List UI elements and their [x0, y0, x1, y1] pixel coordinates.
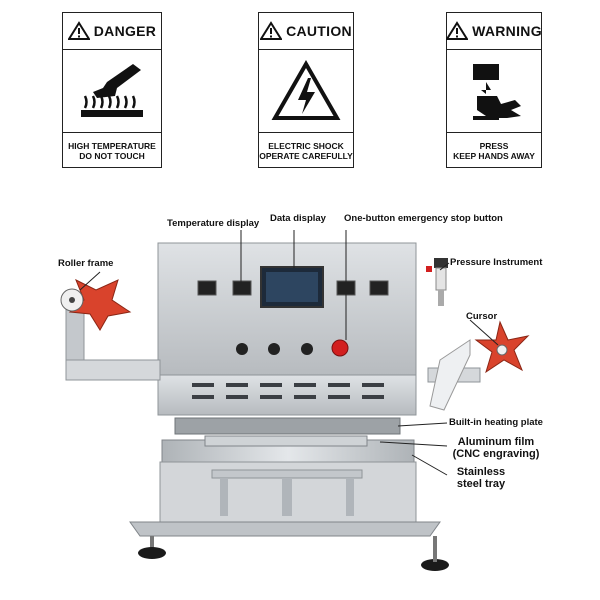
warning-sign-text: PRESS KEEP HANDS AWAY: [447, 133, 541, 169]
label-stainless-tray-line1: Stainless: [456, 466, 506, 478]
label-cursor: Cursor: [466, 311, 498, 322]
label-aluminum-film-line1: Aluminum film: [457, 436, 535, 448]
support-post-right: [346, 478, 354, 516]
left-film-roller: [60, 278, 132, 331]
warning-sign: WARNING PRESS KEEP HANDS AWAY: [446, 12, 542, 168]
label-aluminum-film-line2: (CNC engraving): [452, 448, 540, 460]
pressure-gauge: [426, 258, 448, 306]
hand-crush-icon: [473, 64, 521, 120]
label-stainless-tray: Stainless steel tray: [448, 466, 514, 490]
aluminum-mold: [204, 435, 368, 447]
cursor-roller: [474, 320, 530, 374]
danger-sign-pictogram: [63, 50, 161, 133]
emergency-stop-button[interactable]: [331, 339, 349, 357]
caution-sign-line2: OPERATE CAREFULLY: [259, 151, 353, 161]
danger-sign-line1: HIGH TEMPERATURE: [68, 141, 156, 151]
rotary-switch-2[interactable]: [268, 343, 280, 355]
danger-sign-header: DANGER: [63, 13, 161, 50]
upper-housing: [157, 242, 417, 376]
warning-sign-pictogram: [447, 50, 541, 133]
warning-triangle-icon: [446, 21, 469, 40]
support-post-center: [282, 478, 292, 516]
temperature-display-3: [336, 280, 356, 296]
warning-triangle-icon: [260, 21, 283, 40]
warning-triangle-icon: [67, 21, 90, 40]
rotary-switch-1[interactable]: [236, 343, 248, 355]
left-film-shelf: [65, 359, 161, 381]
touch-screen-glass: [266, 272, 318, 302]
danger-sign-title: DANGER: [93, 23, 157, 39]
temperature-display-1: [197, 280, 217, 296]
label-stainless-tray-line2: steel tray: [456, 478, 506, 490]
warning-sign-header: WARNING: [446, 13, 542, 50]
warning-sign-line1: PRESS: [479, 141, 509, 151]
right-film-strip: [429, 339, 471, 411]
support-post-left: [220, 478, 228, 516]
danger-sign-line2: DO NOT TOUCH: [79, 151, 145, 161]
electric-shock-icon: [271, 60, 341, 120]
label-pressure-instrument: Pressure Instrument: [450, 257, 543, 268]
temperature-display-2: [232, 280, 252, 296]
danger-sign: DANGER HIGH TEMPERATURE DO NOT TOUCH: [62, 12, 162, 168]
tray-stand: [211, 469, 363, 479]
caution-sign: CAUTION ELECTRIC SHOCK OPERATE CAREFULLY: [258, 12, 354, 168]
hot-surface-icon: [81, 64, 143, 117]
adjustable-feet: [138, 536, 449, 571]
label-heating-plate: Built-in heating plate: [449, 417, 543, 428]
temperature-display-4: [369, 280, 389, 296]
label-emergency-stop: One-button emergency stop button: [344, 213, 503, 224]
rotary-switch-3[interactable]: [301, 343, 313, 355]
caution-sign-pictogram: [259, 50, 353, 133]
label-temperature-display: Temperature display: [167, 218, 260, 229]
label-aluminum-film: Aluminum film (CNC engraving): [448, 436, 544, 460]
caution-sign-header: CAUTION: [259, 13, 353, 50]
vent-slots: [192, 383, 384, 399]
danger-sign-text: HIGH TEMPERATURE DO NOT TOUCH: [63, 133, 161, 169]
label-roller-frame: Roller frame: [58, 258, 114, 269]
caution-sign-line1: ELECTRIC SHOCK: [268, 141, 344, 151]
label-data-display: Data display: [270, 213, 326, 224]
machine-base: [129, 521, 441, 537]
warning-sign-title: WARNING: [472, 23, 542, 39]
caution-sign-text: ELECTRIC SHOCK OPERATE CAREFULLY: [259, 133, 353, 169]
heating-plate: [174, 417, 401, 435]
warning-sign-line2: KEEP HANDS AWAY: [453, 151, 535, 161]
caution-sign-title: CAUTION: [286, 23, 352, 39]
